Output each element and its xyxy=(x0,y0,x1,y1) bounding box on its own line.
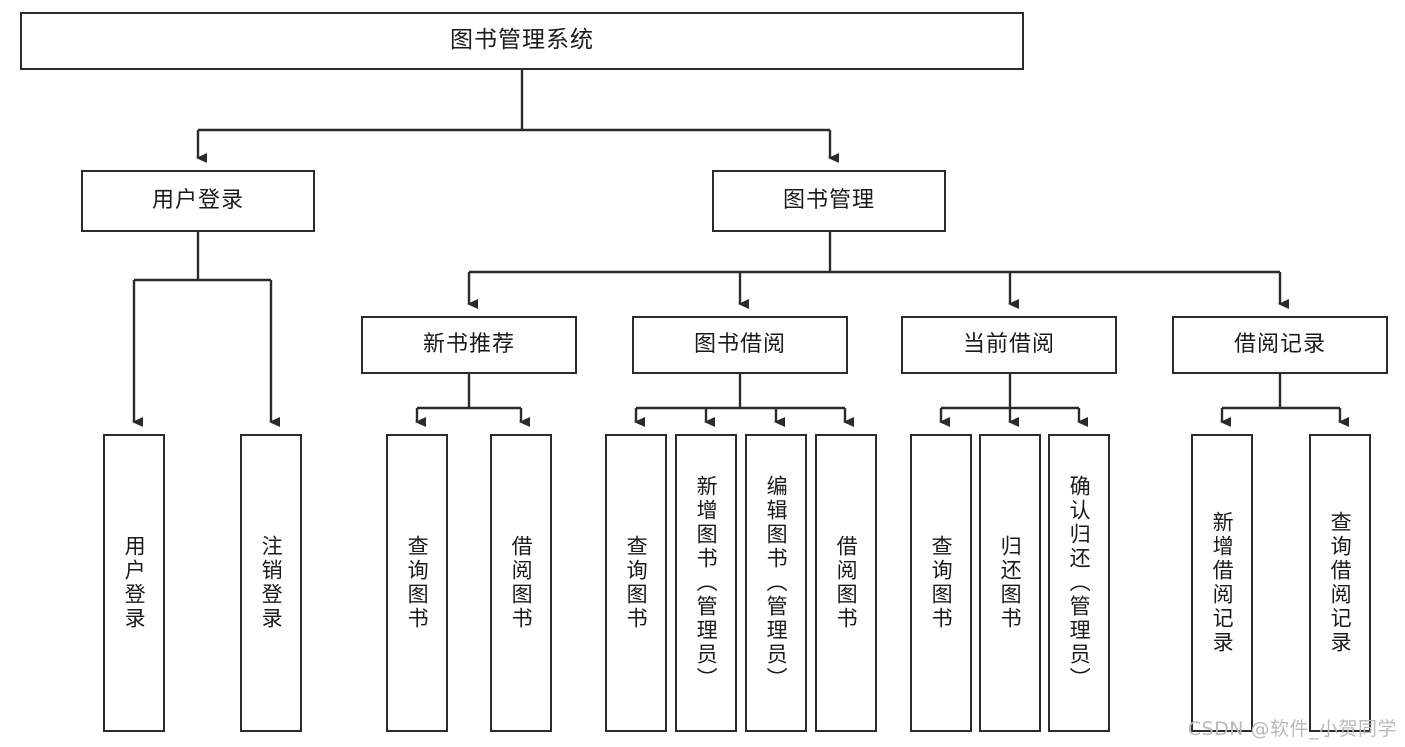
leaf-borrow-book-2[interactable]: 借阅图书 xyxy=(815,434,877,732)
leaf-edit-book-label: 编辑图书（管理员） xyxy=(764,475,789,691)
leaf-logout[interactable]: 注销登录 xyxy=(240,434,302,732)
leaf-confirm-return[interactable]: 确认归还（管理员） xyxy=(1048,434,1110,732)
node-borrow-record-label: 借阅记录 xyxy=(1233,331,1326,357)
watermark-text: CSDN @软件_小贺同学 xyxy=(1187,718,1397,740)
leaf-query-book-2[interactable]: 查询图书 xyxy=(605,434,667,732)
leaf-return-book-label: 归还图书 xyxy=(998,535,1023,631)
leaf-query-book-3[interactable]: 查询图书 xyxy=(910,434,972,732)
leaf-user-login-label: 用户登录 xyxy=(122,535,147,631)
leaf-confirm-return-label: 确认归还（管理员） xyxy=(1067,475,1092,691)
leaf-query-book-1-label: 查询图书 xyxy=(405,535,430,631)
leaf-return-book[interactable]: 归还图书 xyxy=(979,434,1041,732)
node-user-login-label: 用户登录 xyxy=(151,187,244,213)
node-user-login[interactable]: 用户登录 xyxy=(81,170,315,232)
leaf-borrow-book-1[interactable]: 借阅图书 xyxy=(490,434,552,732)
node-book-manage-label: 图书管理 xyxy=(782,187,875,213)
leaf-query-book-1[interactable]: 查询图书 xyxy=(386,434,448,732)
node-new-book-recommend-label: 新书推荐 xyxy=(422,331,515,357)
leaf-add-book[interactable]: 新增图书（管理员） xyxy=(675,434,737,732)
leaf-add-book-label: 新增图书（管理员） xyxy=(694,475,719,691)
leaf-query-record[interactable]: 查询借阅记录 xyxy=(1309,434,1371,732)
leaf-borrow-book-2-label: 借阅图书 xyxy=(834,535,859,631)
leaf-edit-book[interactable]: 编辑图书（管理员） xyxy=(745,434,807,732)
node-book-borrow[interactable]: 图书借阅 xyxy=(632,316,848,374)
node-root-label: 图书管理系统 xyxy=(450,27,594,54)
node-new-book-recommend[interactable]: 新书推荐 xyxy=(361,316,577,374)
leaf-query-book-2-label: 查询图书 xyxy=(624,535,649,631)
node-book-borrow-label: 图书借阅 xyxy=(693,331,786,357)
node-borrow-record[interactable]: 借阅记录 xyxy=(1172,316,1388,374)
leaf-user-login[interactable]: 用户登录 xyxy=(103,434,165,732)
leaf-borrow-book-1-label: 借阅图书 xyxy=(509,535,534,631)
leaf-query-record-label: 查询借阅记录 xyxy=(1328,511,1353,655)
node-current-borrow-label: 当前借阅 xyxy=(962,331,1055,357)
node-book-manage[interactable]: 图书管理 xyxy=(712,170,946,232)
node-current-borrow[interactable]: 当前借阅 xyxy=(901,316,1117,374)
leaf-logout-label: 注销登录 xyxy=(259,535,284,631)
leaf-add-record[interactable]: 新增借阅记录 xyxy=(1191,434,1253,732)
leaf-add-record-label: 新增借阅记录 xyxy=(1210,511,1235,655)
node-root[interactable]: 图书管理系统 xyxy=(20,12,1024,70)
leaf-query-book-3-label: 查询图书 xyxy=(929,535,954,631)
